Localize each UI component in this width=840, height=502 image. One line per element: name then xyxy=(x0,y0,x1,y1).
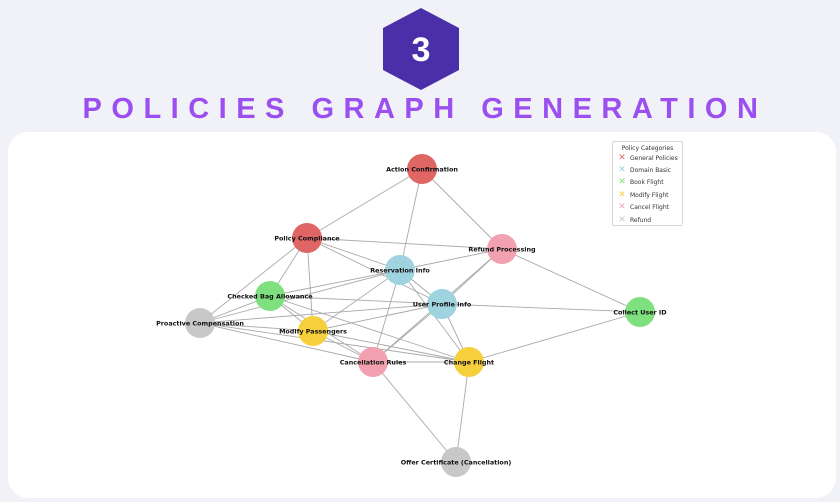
legend: Policy Categories ✕ General Policies ✕ Doma… xyxy=(612,141,683,226)
edge-cancellation_rules-offer_certificate xyxy=(372,361,457,463)
edge-refund_processing-reservation_info xyxy=(399,248,503,271)
node-label-offer_certificate: Offer Certificate (Cancellation) xyxy=(401,458,512,466)
edge-policy_compliance-proactive_compensation xyxy=(199,237,308,324)
edge-refund_processing-collect_user_id xyxy=(501,248,641,313)
edge-action_confirmation-policy_compliance xyxy=(306,168,423,239)
edge-user_profile_info-proactive_compensation xyxy=(199,303,443,324)
legend-item-label: Refund xyxy=(630,216,652,224)
node-label-change_flight: Change Flight xyxy=(444,358,494,366)
legend-x-icon: ✕ xyxy=(618,202,626,213)
edge-reservation_info-checked_bag_allowance xyxy=(269,269,401,297)
legend-item-label: Modify Flight xyxy=(630,191,669,199)
legend-item: ✕ Book Flight xyxy=(613,177,682,189)
edge-proactive_compensation-cancellation_rules xyxy=(199,322,374,363)
legend-x-icon: ✕ xyxy=(618,214,626,225)
node-label-modify_passengers: Modify Passengers xyxy=(279,327,347,335)
node-label-refund_processing: Refund Processing xyxy=(468,245,536,253)
node-proactive_compensation[interactable] xyxy=(185,308,215,338)
legend-title: Policy Categories xyxy=(621,145,674,152)
edge-user_profile_info-modify_passengers xyxy=(312,303,443,332)
step-number: 3 xyxy=(412,31,431,69)
legend-item: ✕ Refund xyxy=(613,214,682,226)
legend-item: ✕ General Policies xyxy=(613,152,682,164)
node-refund_processing[interactable] xyxy=(487,234,517,264)
edge-reservation_info-modify_passengers xyxy=(312,269,401,332)
legend-x-icon: ✕ xyxy=(618,177,626,188)
legend-items: ✕ General Policies ✕ Domain Basic ✕ Book Flig… xyxy=(613,152,682,226)
legend-item-label: Domain Basic xyxy=(630,167,672,175)
graph-edges xyxy=(199,168,641,463)
node-collect_user_id[interactable] xyxy=(625,297,655,327)
node-label-proactive_compensation: Proactive Compensation xyxy=(156,319,244,327)
legend-x-icon: ✕ xyxy=(618,152,626,163)
step-badge: 3 xyxy=(383,8,459,90)
node-label-user_profile_info: User Profile Info xyxy=(413,300,472,308)
node-modify_passengers[interactable] xyxy=(298,316,328,346)
node-cancellation_rules[interactable] xyxy=(358,347,388,377)
edge-user_profile_info-cancellation_rules xyxy=(372,303,443,363)
legend-item: ✕ Modify Flight xyxy=(613,189,682,201)
edge-action_confirmation-reservation_info xyxy=(399,168,423,271)
node-action_confirmation[interactable] xyxy=(407,154,437,184)
legend-item-label: Book Flight xyxy=(630,179,664,187)
node-label-checked_bag_allowance: Checked Bag Allowance xyxy=(227,292,313,300)
node-label-action_confirmation: Action Confirmation xyxy=(386,165,458,173)
edge-proactive_compensation-modify_passengers xyxy=(199,322,314,332)
legend-item: ✕ Domain Basic xyxy=(613,164,682,176)
page-title: POLICIES GRAPH GENERATION xyxy=(82,93,768,125)
node-checked_bag_allowance[interactable] xyxy=(255,281,285,311)
node-policy_compliance[interactable] xyxy=(292,223,322,253)
edge-action_confirmation-refund_processing xyxy=(421,168,503,250)
node-label-policy_compliance: Policy Compliance xyxy=(274,234,340,242)
node-reservation_info[interactable] xyxy=(385,255,415,285)
legend-x-icon: ✕ xyxy=(618,189,626,200)
node-user_profile_info[interactable] xyxy=(427,289,457,319)
legend-item: ✕ Cancel Flight xyxy=(613,202,682,214)
node-offer_certificate[interactable] xyxy=(441,447,471,477)
edge-policy_compliance-refund_processing xyxy=(306,237,503,250)
edge-policy_compliance-reservation_info xyxy=(306,237,401,271)
legend-item-label: Cancel Flight xyxy=(630,204,669,212)
edge-modify_passengers-change_flight xyxy=(312,330,470,363)
legend-x-icon: ✕ xyxy=(618,165,626,176)
edge-user_profile_info-checked_bag_allowance xyxy=(269,295,443,305)
node-change_flight[interactable] xyxy=(454,347,484,377)
edge-change_flight-collect_user_id xyxy=(468,311,641,363)
edge-policy_compliance-modify_passengers xyxy=(306,237,314,332)
node-label-reservation_info: Reservation Info xyxy=(370,266,430,274)
edge-policy_compliance-user_profile_info xyxy=(306,237,443,305)
edge-user_profile_info-collect_user_id xyxy=(441,303,641,313)
edge-change_flight-offer_certificate xyxy=(455,361,470,463)
graph-card xyxy=(8,132,836,498)
edge-reservation_info-proactive_compensation xyxy=(199,269,401,324)
edge-checked_bag_allowance-change_flight xyxy=(269,295,470,363)
node-label-collect_user_id: Collect User ID xyxy=(613,308,666,316)
badge-hexagon xyxy=(383,8,459,90)
legend-item-label: General Policies xyxy=(630,154,678,162)
node-label-cancellation_rules: Cancellation Rules xyxy=(340,358,407,366)
